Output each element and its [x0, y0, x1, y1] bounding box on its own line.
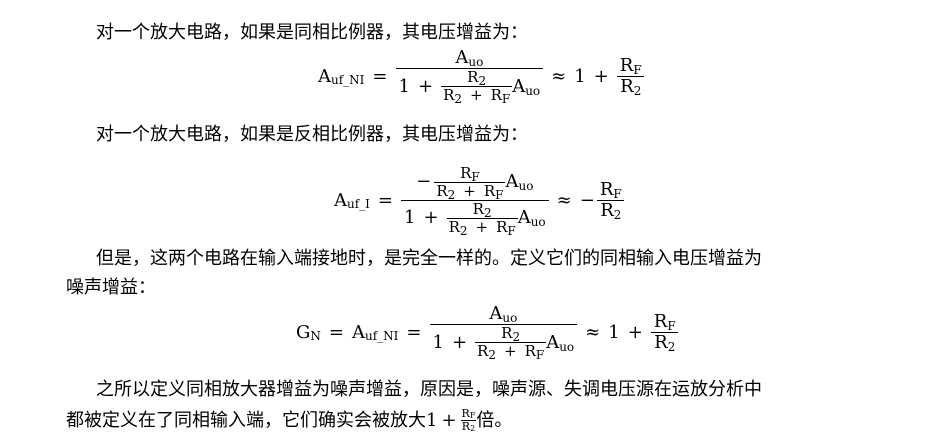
para-noise-gain-def-cont: 噪声增益：	[66, 277, 156, 298]
para-noise-gain-def: 但是，这两个电路在输入端接地时，是完全一样的。定义它们的同相输入电压增益为	[96, 248, 762, 269]
para-noise-reason: 之所以定义同相放大器增益为噪声增益，原因是，噪声源、失调电压源在运放分析中	[96, 379, 762, 400]
para-noninverting-intro: 对一个放大电路，如果是同相比例器，其电压增益为：	[96, 22, 528, 43]
para-inverting-intro: 对一个放大电路，如果是反相比例器，其电压增益为：	[96, 124, 528, 145]
